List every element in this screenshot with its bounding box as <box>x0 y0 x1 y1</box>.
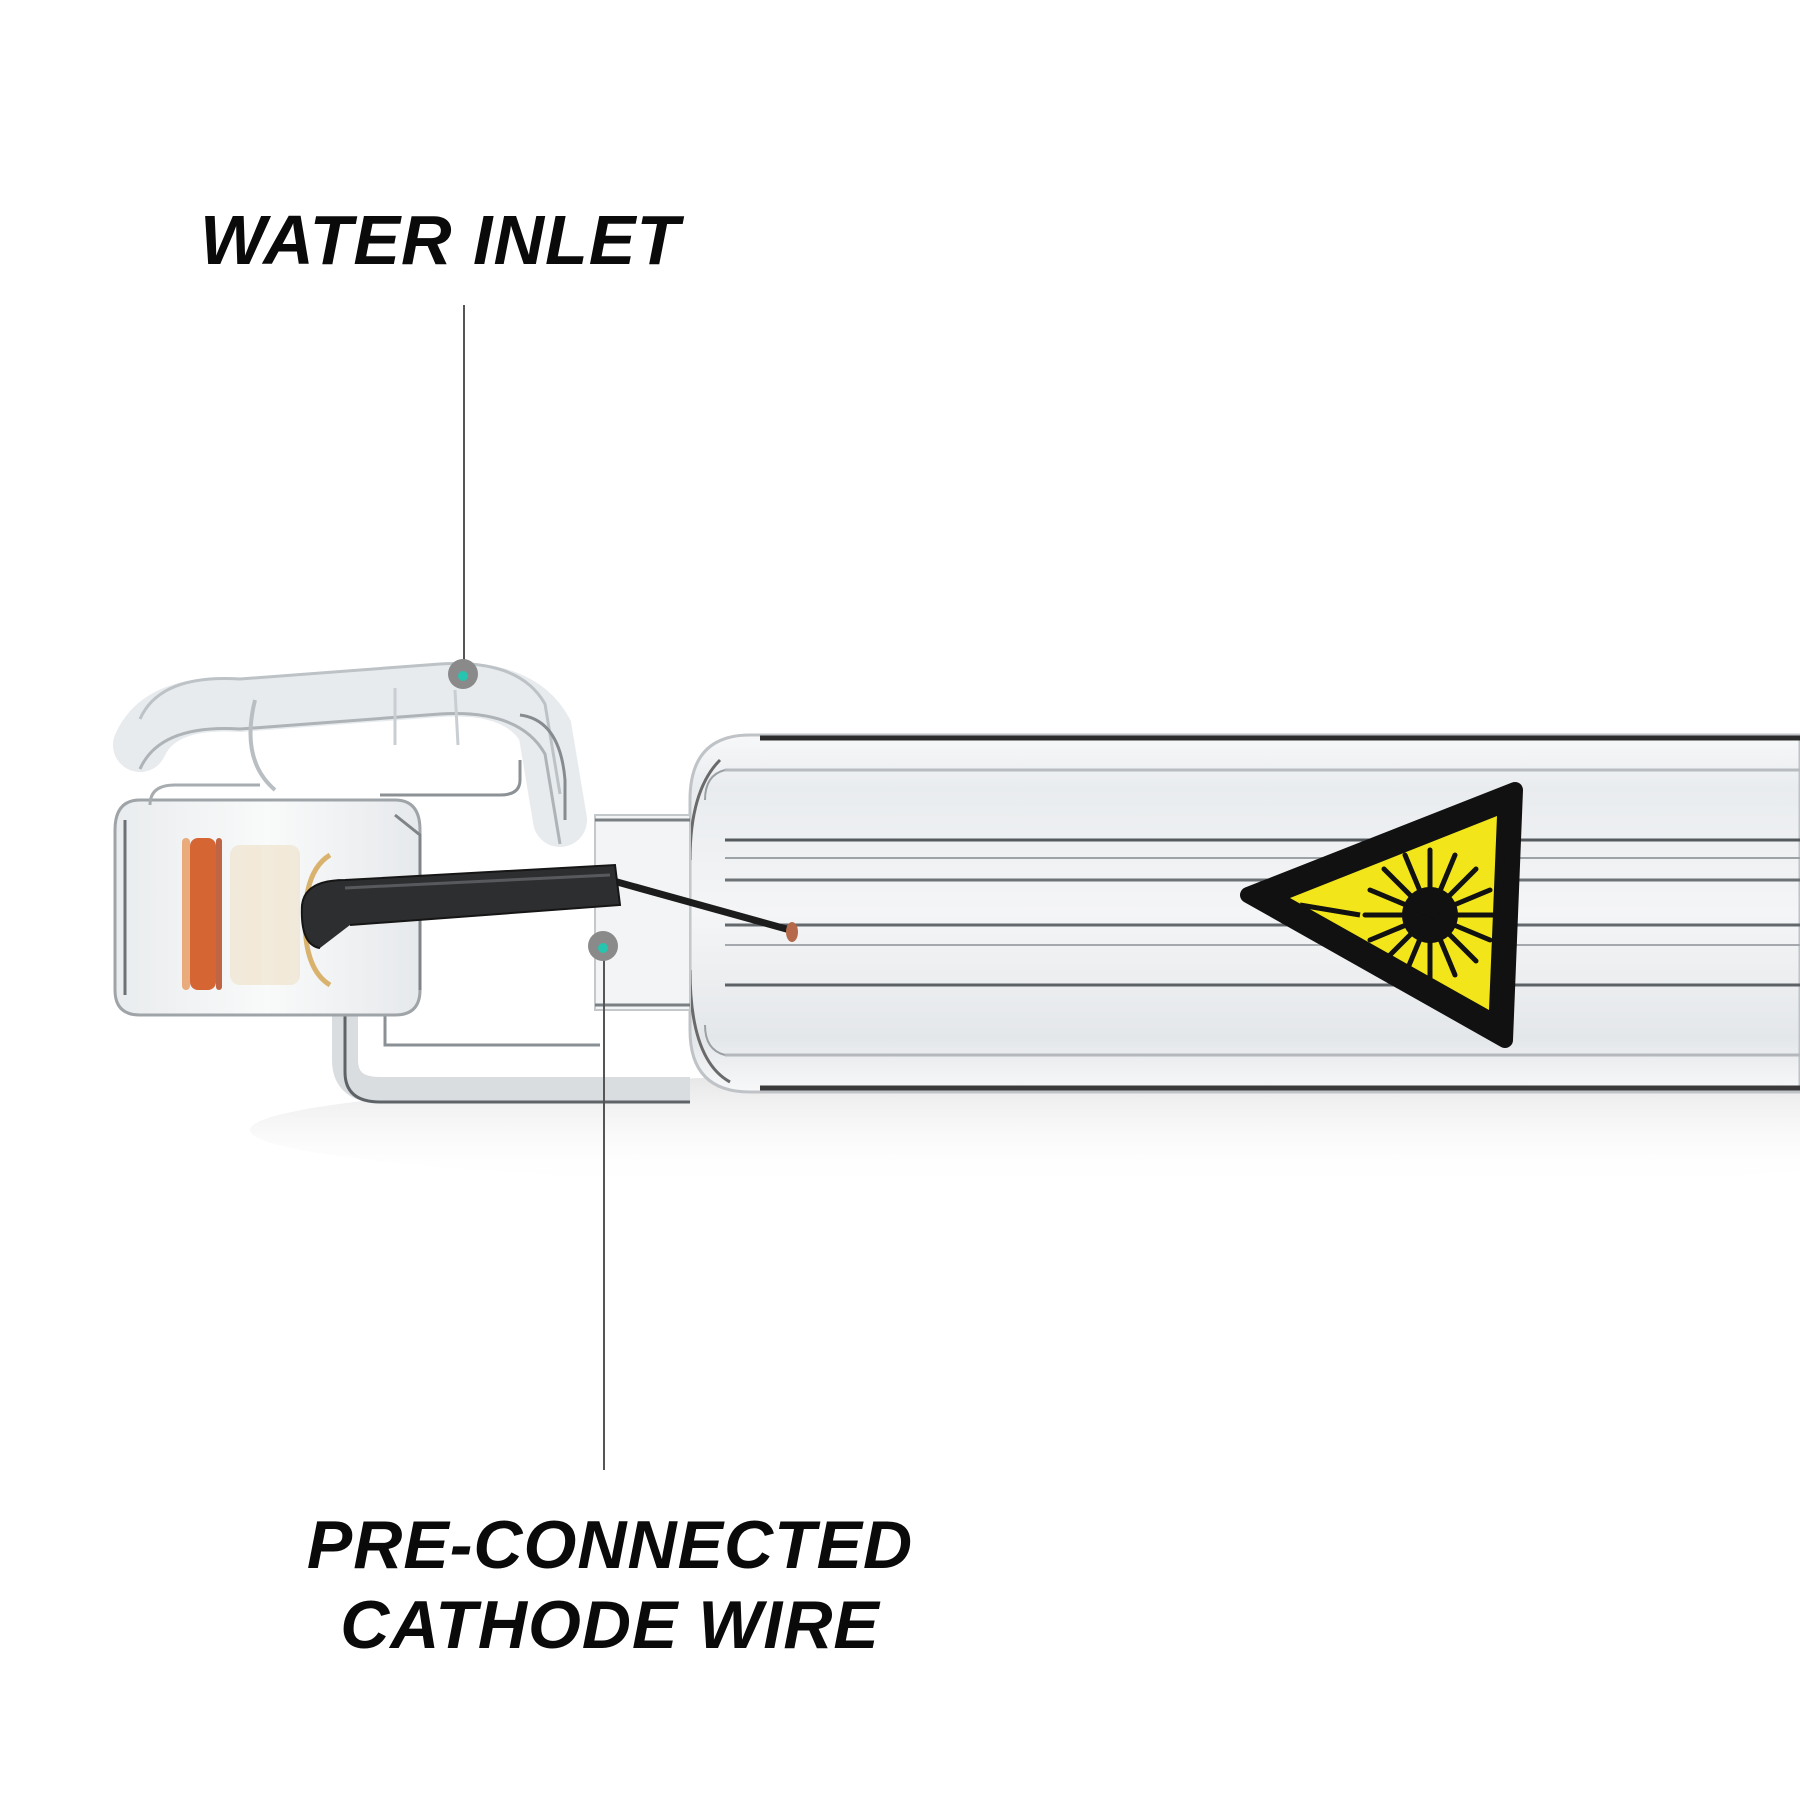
tube-neck <box>594 814 691 1011</box>
water-inlet-leader <box>448 305 478 689</box>
seal-ring <box>190 838 216 990</box>
water-inlet-hose <box>113 662 587 847</box>
water-inlet-label: WATER INLET <box>200 201 681 279</box>
cathode-wire-leader <box>588 931 618 1470</box>
laser-warning-triangle-icon <box>1240 782 1523 1048</box>
cathode-wire <box>300 863 798 949</box>
glass-tube-body <box>688 733 1800 1094</box>
cathode-wire-label: PRE-CONNECTED CATHODE WIRE <box>200 1505 1020 1665</box>
cathode-wire-label-line2: CATHODE WIRE <box>340 1587 880 1663</box>
cathode-wire-label-line1: PRE-CONNECTED <box>306 1507 914 1583</box>
